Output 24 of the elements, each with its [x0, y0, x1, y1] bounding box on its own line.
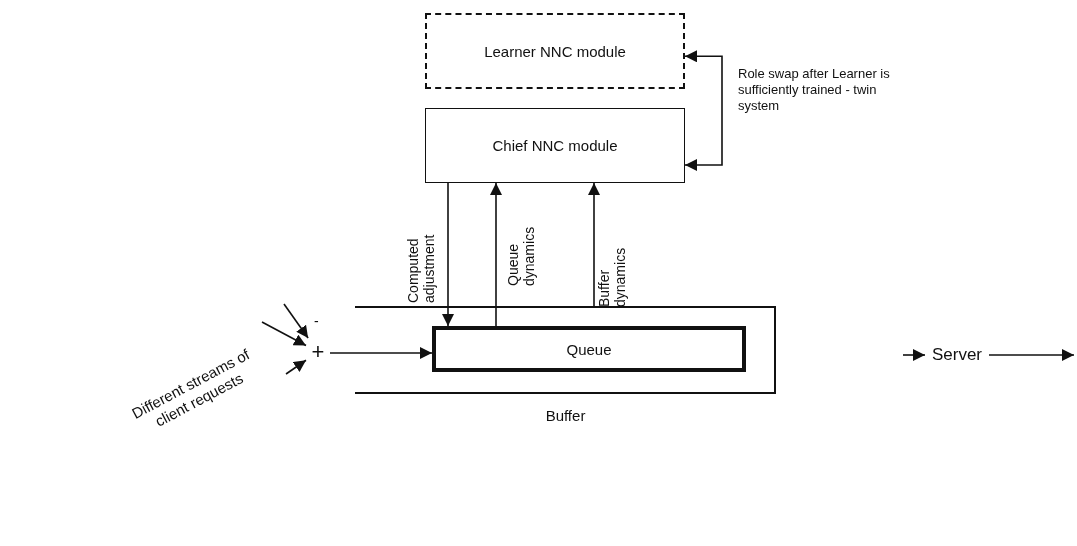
arrow	[442, 182, 454, 327]
buffer-heading: Buffer	[545, 407, 586, 426]
arrow	[490, 182, 502, 327]
queue-box	[432, 326, 746, 372]
arrow	[283, 303, 309, 339]
module-box	[425, 13, 685, 89]
edge-label: Buffer dynamics	[596, 246, 628, 307]
arrow	[261, 321, 307, 347]
edge-label: Queue dynamics	[505, 225, 537, 286]
arrow	[285, 359, 307, 375]
node-label: Server	[931, 345, 983, 365]
arrow	[988, 349, 1075, 361]
node-label: Chief NNC module	[492, 137, 618, 154]
edge-label: Computed adjustment	[405, 233, 437, 303]
node-label: Queue	[566, 340, 612, 358]
node-label: Learner NNC module	[484, 42, 626, 60]
arrow	[684, 50, 723, 171]
edge-label: Role swap after Learner is sufficiently trained - twin system	[738, 66, 890, 114]
arrow	[588, 182, 600, 307]
arrow	[902, 349, 926, 361]
plus-sign: +	[311, 339, 325, 365]
arrow	[329, 347, 433, 359]
module-box	[425, 108, 685, 183]
minus-sign: -	[314, 312, 320, 330]
